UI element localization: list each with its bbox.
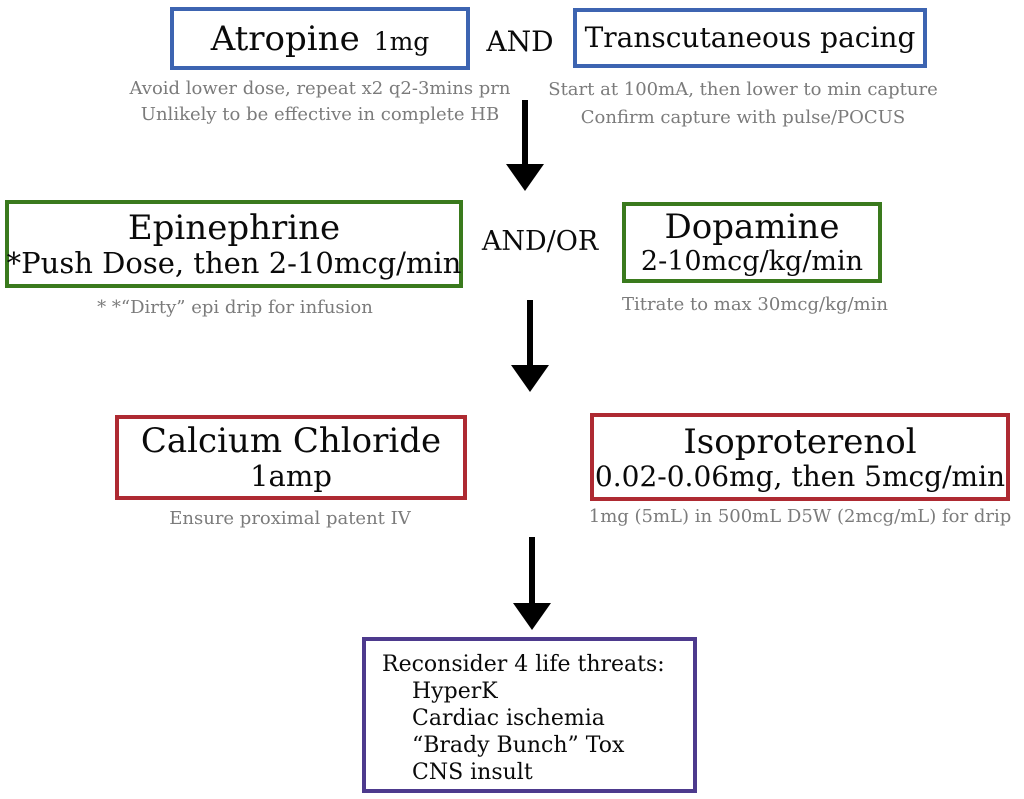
calcium-chloride-box: Calcium Chloride 1amp bbox=[115, 415, 467, 500]
and-or-connector-label: AND/OR bbox=[481, 226, 599, 257]
life-threat-item-cns: CNS insult bbox=[412, 760, 533, 785]
down-arrow-3-line bbox=[529, 537, 535, 603]
isoproterenol-title: Isoproterenol bbox=[683, 421, 917, 462]
epinephrine-box: Epinephrine *Push Dose, then 2-10mcg/min bbox=[5, 200, 463, 288]
calcium-note: Ensure proximal patent IV bbox=[140, 506, 440, 532]
isoproterenol-box: Isoproterenol 0.02-0.06mg, then 5mcg/min bbox=[590, 413, 1010, 501]
pacing-note-line2: Confirm capture with pulse/POCUS bbox=[580, 107, 906, 128]
life-threat-item-ischemia: Cardiac ischemia bbox=[412, 706, 605, 731]
dopamine-note-line1: Titrate to max 30mcg/kg/min bbox=[622, 294, 888, 315]
life-threats-list: HyperK Cardiac ischemia “Brady Bunch” To… bbox=[412, 678, 624, 786]
isoproterenol-note: 1mg (5mL) in 500mL D5W (2mcg/mL) for dri… bbox=[580, 504, 1020, 530]
dopamine-box: Dopamine 2-10mcg/kg/min bbox=[622, 202, 882, 283]
down-arrow-1 bbox=[504, 100, 546, 191]
calcium-title: Calcium Chloride bbox=[140, 421, 442, 461]
atropine-note-line2: Unlikely to be effective in complete HB bbox=[140, 104, 500, 125]
atropine-note-line1: Avoid lower dose, repeat x2 q2-3mins prn bbox=[129, 78, 511, 99]
down-arrow-1-head bbox=[506, 164, 544, 191]
down-arrow-1-line bbox=[522, 100, 528, 164]
calcium-note-line1: Ensure proximal patent IV bbox=[169, 508, 411, 529]
down-arrow-3-head bbox=[513, 603, 551, 630]
epinephrine-note: * *“Dirty” epi drip for infusion bbox=[55, 295, 415, 321]
atropine-title: Atropine bbox=[210, 18, 360, 59]
dopamine-title: Dopamine bbox=[664, 207, 840, 247]
and-connector-label: AND bbox=[486, 25, 554, 58]
epinephrine-note-line1: * *“Dirty” epi drip for infusion bbox=[97, 297, 373, 318]
atropine-box: Atropine 1mg bbox=[170, 7, 470, 70]
down-arrow-3 bbox=[511, 537, 553, 630]
reconsider-life-threats-box: Reconsider 4 life threats: HyperK Cardia… bbox=[362, 637, 697, 793]
calcium-dose: 1amp bbox=[250, 459, 332, 493]
dopamine-dose: 2-10mcg/kg/min bbox=[640, 246, 864, 277]
isoproterenol-note-line1: 1mg (5mL) in 500mL D5W (2mcg/mL) for dri… bbox=[588, 506, 1012, 527]
life-threat-item-hyperk: HyperK bbox=[412, 679, 498, 704]
atropine-note: Avoid lower dose, repeat x2 q2-3mins prn… bbox=[100, 76, 540, 128]
atropine-dose: 1mg bbox=[373, 26, 430, 56]
epinephrine-title: Epinephrine bbox=[127, 207, 341, 248]
life-threats-title: Reconsider 4 life threats: bbox=[382, 652, 665, 677]
epinephrine-dose: *Push Dose, then 2-10mcg/min bbox=[6, 245, 462, 280]
isoproterenol-dose: 0.02-0.06mg, then 5mcg/min bbox=[594, 459, 1006, 493]
life-threat-item-tox: “Brady Bunch” Tox bbox=[412, 733, 625, 758]
pacing-note-line1: Start at 100mA, then lower to min captur… bbox=[548, 79, 938, 100]
down-arrow-2 bbox=[509, 300, 551, 392]
down-arrow-2-head bbox=[511, 365, 549, 392]
pacing-title: Transcutaneous pacing bbox=[584, 21, 916, 54]
down-arrow-2-line bbox=[527, 300, 533, 365]
pacing-note: Start at 100mA, then lower to min captur… bbox=[538, 76, 948, 132]
dopamine-note: Titrate to max 30mcg/kg/min bbox=[610, 292, 900, 318]
transcutaneous-pacing-box: Transcutaneous pacing bbox=[573, 8, 927, 68]
atropine-box-content: Atropine 1mg bbox=[211, 20, 430, 58]
